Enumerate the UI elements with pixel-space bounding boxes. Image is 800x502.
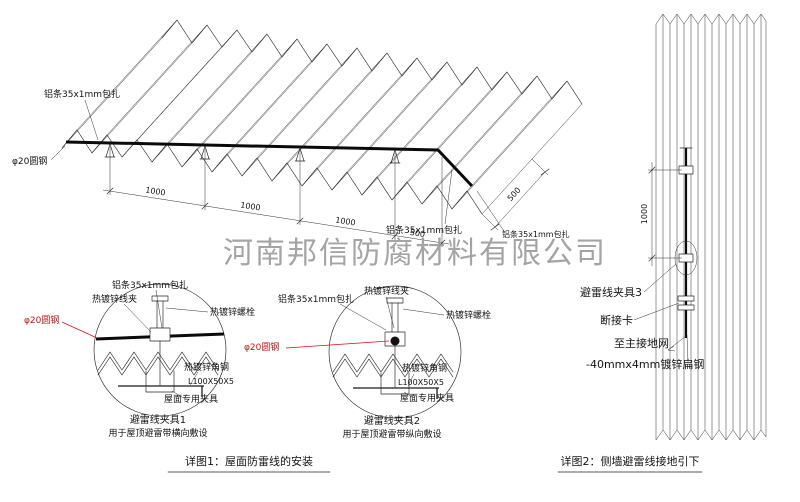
detail-1-circle (93, 283, 227, 417)
detail-2-leader-clamp (385, 296, 395, 329)
lightning-wire (65, 140, 474, 188)
wall-bottom-edge (655, 429, 767, 441)
roof-ridge-lines (76, 19, 568, 192)
detail-1-label-round-steel: φ20圆钢 (24, 314, 59, 326)
leader-round-steel (50, 145, 66, 161)
label-clamp3: 避雷线夹具3 (580, 285, 642, 299)
dimension-chain-line (102, 189, 450, 245)
leader-alu-top (84, 99, 99, 141)
detail-2-sheet-profile (332, 353, 454, 378)
detail-2-label-alu: 铝条35x1mm包扎 (278, 293, 354, 305)
detail-view-1: 铝条35x1mm包扎 热镀锌线夹 热镀锌螺栓 φ20圆钢 热镀锌角钢 L100X… (24, 279, 255, 439)
leader-flat-steel (686, 334, 689, 363)
disconnect-card-lower (677, 304, 695, 311)
detail-2-angle-steel (353, 387, 439, 399)
wall-view: 1000 避雷线夹具3 断接卡 至主接地网 -40mmx4mm镀锌扁钢 (580, 13, 767, 441)
label-flat-steel: -40mmx4mm镀锌扁钢 (586, 357, 704, 371)
detail-1-leader-alu (155, 289, 163, 329)
detail-2-nut (386, 297, 404, 304)
detail-2-rod-section (390, 336, 400, 346)
dim-1000-c: 1000 (335, 215, 357, 227)
dimension-extension-lines (109, 147, 443, 247)
dim-1000-a: 1000 (145, 185, 167, 197)
detail-2-label-clamp: 热镀锌线夹 (364, 285, 409, 297)
detail-2-label-angle: 热镀锌角钢 (402, 362, 447, 374)
detail-2-label-roof-clamp: 屋面专用夹具 (400, 392, 454, 404)
detail-2-title: 避雷线夹具2 (364, 414, 420, 427)
leader-disconnect (633, 302, 680, 321)
slope-dimension-ticks (490, 168, 550, 231)
label-alu-strip-far-right: 铝条35x1mm包扎 (502, 229, 570, 239)
detail-2-circle (328, 285, 462, 419)
detail-2-leader-angle (407, 373, 415, 387)
wall-dimension-lines (648, 162, 682, 266)
leader-alu-far-right (476, 190, 505, 232)
label-disconnect: 断接卡 (600, 313, 633, 327)
detail-1-label-clamp: 热镀锌线夹 (92, 293, 137, 305)
detail-1-sheet-profile (97, 351, 219, 376)
detail-1-leader-round-steel (61, 321, 98, 339)
detail-1-leader-angle (189, 371, 199, 386)
caption-figure2: 详图2：侧墙避雷线接地引下 (561, 454, 700, 468)
wall-dimension-ticks (648, 166, 656, 262)
detail-view-2: 铝条35x1mm包扎 热镀锌线夹 热镀锌螺栓 φ20圆钢 热镀锌角钢 L100X… (244, 285, 491, 440)
label-alu-strip-right: 铝条35x1mm包扎 (386, 224, 462, 236)
detail-1-bolt (156, 300, 164, 386)
detail-1-subtitle: 用于屋顶避雷带横向敷设 (108, 427, 207, 439)
company-watermark: 河南邦信防腐材料有限公司 (223, 236, 607, 271)
captions: 详图1：屋面防雷线的安装 详图2：侧墙避雷线接地引下 (167, 454, 703, 473)
detail-1-label-angle: 热镀锌角钢 (184, 361, 229, 373)
detail-2-leader-bolt (402, 308, 445, 316)
detail-1-nut (151, 295, 169, 302)
wall-dim-1000: 1000 (640, 204, 649, 224)
dim-500: 500 (409, 228, 426, 239)
detail-1-leader-bolt (165, 307, 209, 313)
roof-back-edge (161, 19, 583, 105)
detail-1-leader-roof-clamp (171, 390, 183, 398)
detail-1-label-angle-size: L100X50X5 (188, 377, 234, 386)
wall-ribs (655, 14, 767, 440)
label-round-steel: φ20圆钢 (12, 155, 47, 167)
detail-1-leader-clamp (123, 303, 152, 333)
detail-2-leader-round-steel (285, 340, 390, 349)
detail-2-bolt (391, 302, 399, 388)
detail-2-leader-roof-clamp (403, 391, 413, 398)
detail-1-title: 避雷线夹具1 (130, 413, 186, 426)
dimension-ticks (106, 187, 446, 247)
detail-1-roof-clamp-hooks (145, 370, 175, 393)
label-alu-strip-top: 铝条35x1mm包扎 (44, 88, 120, 100)
wall-top-edge (655, 13, 767, 25)
dim-1000-b: 1000 (240, 200, 262, 212)
detail-1-clamp (149, 327, 171, 342)
detail-2-label-angle-size: L100X50X5 (398, 378, 444, 387)
label-to-ground: 至主接地网 (614, 337, 669, 350)
caption-figure1: 详图1：屋面防雷线的安装 (185, 454, 313, 468)
detail-1-label-bolt: 热镀锌螺栓 (210, 306, 255, 318)
detail-1-angle-steel (118, 385, 204, 397)
detail-2-leader-alu (339, 303, 387, 331)
dim-500-slope: 500 (506, 186, 523, 203)
detail-2-clamp (384, 331, 406, 347)
leader-alu-right (444, 169, 453, 225)
disconnect-card-upper (677, 295, 695, 302)
roof-valley-lines (61, 37, 583, 215)
detail-2-label-bolt: 热镀锌螺栓 (446, 309, 491, 321)
detail-1-label-roof-clamp: 屋面专用夹具 (164, 393, 218, 405)
detail-2-subtitle: 用于屋顶避雷带纵向敷设 (342, 428, 441, 440)
main-roof-view: 1000 1000 1000 500 500 铝条35x1mm包扎 φ20圆钢 … (12, 19, 583, 247)
detail-1-label-alu: 铝条35x1mm包扎 (112, 279, 188, 291)
leader-clamp3 (643, 263, 677, 293)
slope-dimension (481, 158, 549, 231)
leader-to-ground (667, 335, 687, 352)
detail-2-label-round-steel: φ20圆钢 (244, 341, 279, 353)
